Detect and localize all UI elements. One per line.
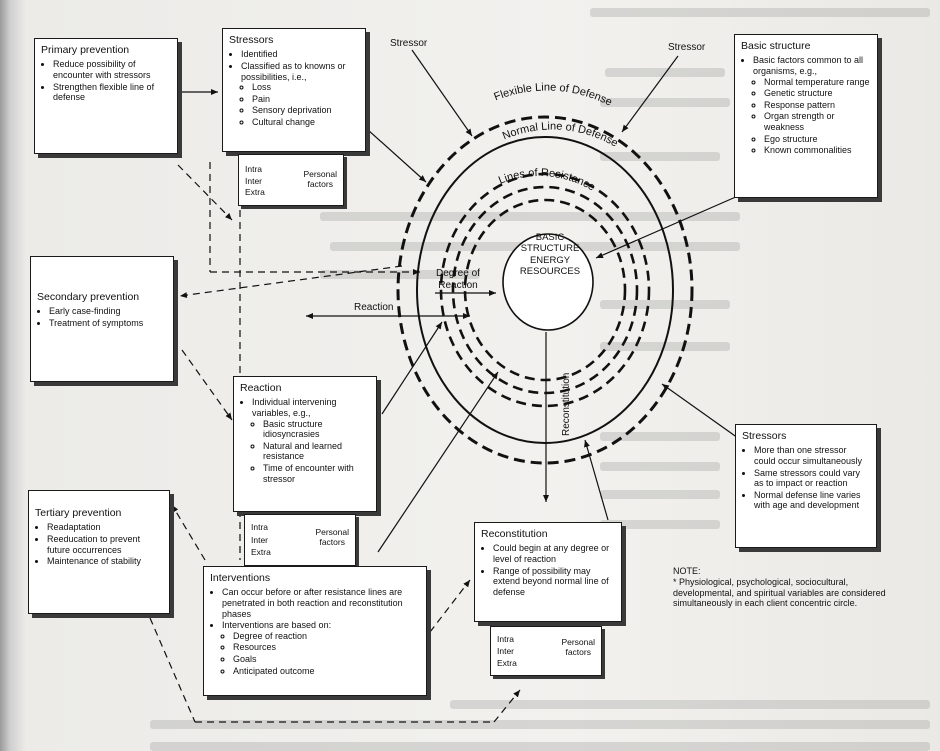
tertiary-prevention-box: Tertiary prevention Readaptation Reeduca… [28, 490, 170, 614]
list-item: Sensory deprivation [252, 105, 359, 116]
basic-structure-box: Basic structure Basic factors common to … [734, 34, 878, 198]
list-item: Resources [233, 642, 420, 653]
list-item: Known commonalities [764, 145, 871, 156]
interventions-title: Interventions [210, 572, 271, 584]
ring-label-flexible: Flexible Line of Defense [492, 82, 614, 109]
list-item: Reeducation to prevent future occurrence… [47, 534, 163, 555]
list-item: Natural and learned resistance [263, 441, 370, 462]
stressors-right-title: Stressors [742, 430, 787, 442]
list-item: Can occur before or after resistance lin… [222, 587, 420, 619]
list-item: Treatment of symptoms [49, 318, 167, 329]
stressor-label-top-right: Stressor [668, 42, 706, 53]
list-item: Response pattern [764, 100, 871, 111]
list-item: Normal defense line varies with age and … [754, 490, 870, 511]
reconstitution-box: Reconstitution Could begin at any degree… [474, 522, 622, 622]
primary-prevention-title: Primary prevention [41, 44, 130, 56]
list-item: Pain [252, 94, 359, 105]
list-item: Organ strength or weakness [764, 111, 871, 132]
primary-prevention-box: Primary prevention Reduce possibility of… [34, 38, 178, 154]
ring-label-normal: Normal Line of Defense [501, 120, 620, 149]
list-item: Same stressors could vary as to impact o… [754, 468, 870, 489]
list-item: Goals [233, 654, 420, 665]
list-item: Strengthen flexible line of defense [53, 82, 171, 103]
stressors-box-top: Stressors Identified Classified as to kn… [222, 28, 366, 152]
list-item: Genetic structure [764, 88, 871, 99]
note-text: * Physiological, psychological, sociocul… [673, 576, 886, 609]
degree-of-reaction-label: Degree of Reaction [436, 268, 480, 291]
list-item: Anticipated outcome [233, 666, 420, 677]
stressors-box-right: Stressors More than one stressor could o… [735, 424, 877, 548]
interventions-box: Interventions Can occur before or after … [203, 566, 427, 696]
list-item: Individual intervening variables, e.g., … [252, 397, 370, 484]
tertiary-prevention-title: Tertiary prevention [35, 507, 122, 519]
list-item: Identified [241, 49, 359, 60]
list-item: Reduce possibility of encounter with str… [53, 59, 171, 80]
list-item: Cultural change [252, 117, 359, 128]
list-item: Readaptation [47, 522, 163, 533]
list-item: Ego structure [764, 134, 871, 145]
reconstitution-title: Reconstitution [481, 528, 548, 540]
secondary-prevention-box: Secondary prevention Early case-finding … [30, 256, 174, 382]
list-item: Basic factors common to all organisms, e… [753, 55, 871, 155]
stressors-title: Stressors [229, 34, 274, 46]
basic-structure-core [502, 233, 594, 331]
note-title: NOTE: [673, 566, 701, 576]
list-item: Maintenance of stability [47, 556, 163, 567]
list-item: Interventions are based on: Degree of re… [222, 620, 420, 676]
line-of-resistance-3 [463, 198, 627, 382]
line-of-resistance-1 [439, 172, 651, 408]
line-of-resistance-2 [451, 185, 639, 395]
flexible-line-of-defense [396, 115, 694, 465]
ring-label-resistance: Lines of Resistance [497, 167, 597, 194]
list-item: Could begin at any degree or level of re… [493, 543, 615, 564]
basic-structure-title: Basic structure [741, 40, 811, 52]
core-label: BASIC STRUCTURE ENERGY RESOURCES [519, 232, 581, 278]
list-item: More than one stressor could occur simul… [754, 445, 870, 466]
reaction-box: Reaction Individual intervening variable… [233, 376, 377, 512]
secondary-prevention-title: Secondary prevention [37, 291, 140, 303]
stressor-label-top-left: Stressor [390, 38, 428, 49]
reaction-label: Reaction [354, 302, 394, 313]
reaction-title: Reaction [240, 382, 282, 394]
list-item: Basic structure idiosyncrasies [263, 419, 370, 440]
list-item: Normal temperature range [764, 77, 871, 88]
list-item: Degree of reaction [233, 631, 420, 642]
list-item: Loss [252, 82, 359, 93]
reconstitution-axis-label: Reconstitution [561, 373, 572, 436]
list-item: Range of possibility may extend beyond n… [493, 566, 615, 598]
note: NOTE: * Physiological, psychological, so… [673, 566, 905, 609]
list-item: Time of encounter with stressor [263, 463, 370, 484]
list-item: Classified as to knowns or possibilities… [241, 61, 359, 128]
list-item: Early case-finding [49, 306, 167, 317]
normal-line-of-defense [416, 136, 674, 444]
